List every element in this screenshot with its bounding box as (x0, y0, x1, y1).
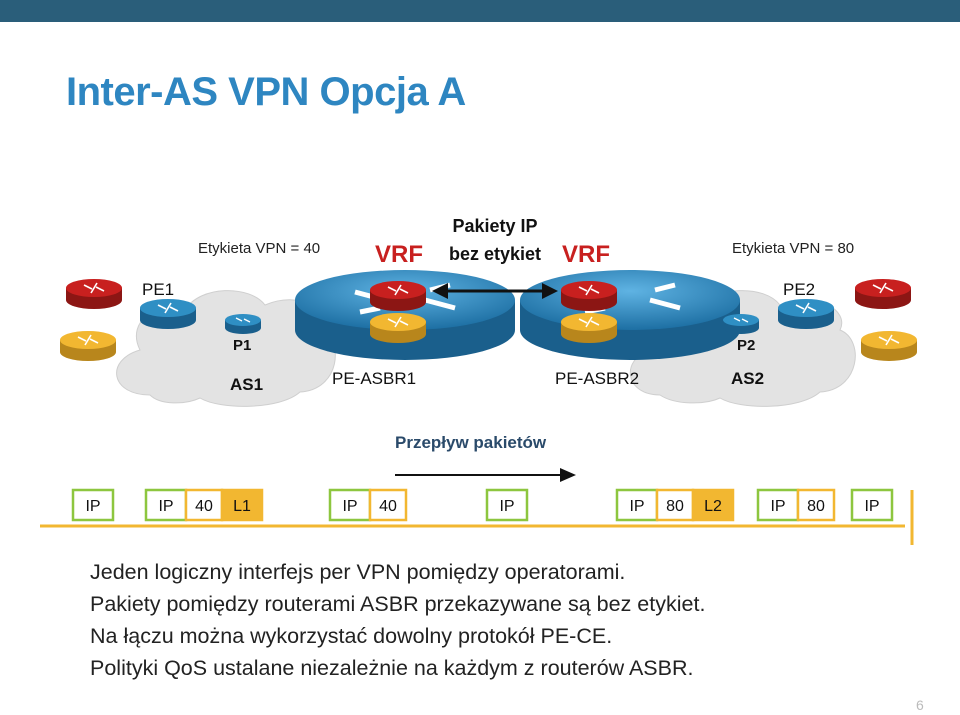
ce-red-router-icon (855, 279, 911, 309)
flow-arrow-icon (395, 468, 576, 482)
as2-label: AS2 (731, 369, 764, 388)
vrf-red-router-icon (561, 281, 617, 311)
as1-label: AS1 (230, 375, 263, 394)
pe2-router-icon (778, 299, 834, 329)
bullet-item: Jeden logiczny interfejs per VPN pomiędz… (90, 560, 626, 584)
packet-ip-text: IP (864, 498, 879, 515)
packet-vpn-label-box (796, 488, 836, 522)
page-title: Inter-AS VPN Opcja A (66, 70, 466, 114)
vrf-red-router-icon (370, 281, 426, 311)
packet-vpn-label-text: 40 (379, 498, 397, 515)
packet-ip-box (71, 488, 115, 522)
flow-title: Przepływ pakietów (395, 433, 547, 452)
packet-vpn-label-box (184, 488, 224, 522)
bullet-item: Pakiety pomiędzy routerami ASBR przekazy… (90, 592, 706, 616)
bullet-item: Na łączu można wykorzystać dowolny proto… (90, 624, 613, 648)
packet-transport-label-text: L1 (233, 498, 251, 515)
vrf-yellow-router-icon (561, 313, 617, 343)
packet-vpn-label-text: 40 (195, 498, 213, 515)
packet-transport-label-box (691, 488, 735, 522)
packet-transport-label-box (220, 488, 264, 522)
asbr2-label: PE-ASBR2 (555, 369, 639, 388)
header-bar (0, 0, 960, 22)
ce-red-router-icon (66, 279, 122, 309)
pe-asbr2-router-icon (520, 270, 740, 360)
packet-ip-text: IP (770, 498, 785, 515)
packet-ip-text: IP (342, 498, 357, 515)
packet-vpn-label-box (368, 488, 408, 522)
bidirectional-arrow-icon (432, 283, 558, 299)
packet-ip-text: IP (629, 498, 644, 515)
unlabeled-packets-line2: bez etykiet (449, 244, 541, 264)
pe1-router-icon (140, 299, 196, 329)
p2-label: P2 (737, 337, 755, 354)
pe1-label: PE1 (142, 280, 174, 299)
page-number: 6 (916, 697, 924, 713)
bullet-list: Jeden logiczny interfejs per VPN pomiędz… (90, 556, 705, 684)
packet-ip-box (850, 488, 894, 522)
asbr1-label: PE-ASBR1 (332, 369, 416, 388)
packet-vpn-label-box (655, 488, 695, 522)
packet-ip-box (144, 488, 188, 522)
packet-vpn-label-text: 80 (666, 498, 684, 515)
p2-router-icon (723, 314, 759, 334)
vpn-label-left: Etykieta VPN = 40 (198, 240, 320, 257)
packet-flow: IP IP 40 L1 IP 40 IP IP 80 L2 IP 80 IP (71, 488, 894, 522)
vpn-label-right: Etykieta VPN = 80 (732, 240, 854, 257)
unlabeled-packets-line1: Pakiety IP (452, 216, 537, 236)
vrf-left-label: VRF (375, 241, 423, 268)
packet-transport-label-text: L2 (704, 498, 722, 515)
packet-ip-text: IP (85, 498, 100, 515)
inter-as-diagram: Etykieta VPN = 40 Etykieta VPN = 80 VRF … (40, 216, 917, 545)
p1-label: P1 (233, 337, 251, 354)
bullet-item: Polityki QoS ustalane niezależnie na każ… (90, 656, 694, 680)
flow-timeline (40, 490, 914, 545)
packet-ip-text: IP (158, 498, 173, 515)
packet-ip-text: IP (499, 498, 514, 515)
pe2-label: PE2 (783, 280, 815, 299)
ce-yellow-router-icon (60, 331, 116, 361)
vrf-right-label: VRF (562, 241, 610, 268)
packet-ip-box (328, 488, 372, 522)
packet-ip-box (615, 488, 659, 522)
vrf-yellow-router-icon (370, 313, 426, 343)
packet-ip-box (485, 488, 529, 522)
p1-router-icon (225, 314, 261, 334)
packet-vpn-label-text: 80 (807, 498, 825, 515)
ce-yellow-router-icon (861, 331, 917, 361)
